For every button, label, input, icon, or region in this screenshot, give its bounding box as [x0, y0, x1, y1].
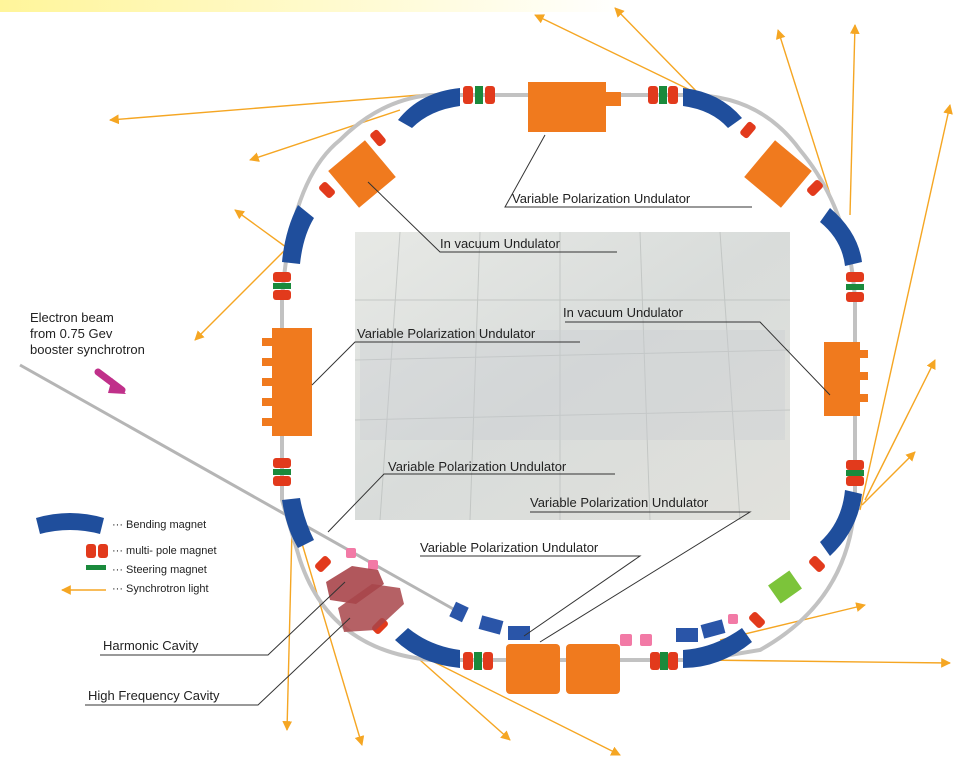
beam-line-1: Electron beam [30, 310, 114, 325]
top-band [0, 0, 958, 12]
legend-bending-label: ··· Bending magnet [112, 519, 207, 531]
undulator-upper-left [328, 140, 396, 208]
legend-symbols [36, 513, 108, 595]
hall-photo [354, 231, 791, 521]
undulator-upper-right [744, 140, 812, 208]
bottom-devices [449, 601, 726, 642]
bending-magnet [395, 628, 460, 668]
injection-beamline [19, 363, 456, 612]
legend-steering-icon [86, 565, 106, 570]
label-var-pol-top: Variable Polarization Undulator [512, 191, 691, 206]
high-frequency-cavity [338, 584, 404, 632]
label-var-pol-bottom: Variable Polarization Undulator [420, 540, 599, 555]
label-in-vacuum-2: In vacuum Undulator [563, 305, 683, 320]
bending-magnet [820, 490, 862, 556]
leader-lines [85, 134, 831, 706]
bending-magnet [282, 498, 314, 548]
bending-magnet [683, 628, 752, 668]
bending-magnet [398, 88, 460, 128]
bending-magnet [683, 88, 742, 128]
undulator-right [824, 342, 860, 416]
label-var-pol-mid2: Variable Polarization Undulator [530, 495, 709, 510]
legend-multipole-label: ··· multi- pole magnet [112, 545, 217, 557]
undulators [262, 82, 868, 694]
pink-devices [346, 548, 738, 646]
legend-light-label: ··· Synchrotron light [112, 583, 209, 595]
bending-magnets [282, 88, 862, 668]
legend-steering-label: ··· Steering magnet [112, 564, 207, 576]
electron-beam-label: Electron beam from 0.75 Gev booster sync… [30, 310, 145, 358]
multipole-magnets [273, 86, 864, 670]
undulator-bottom-2 [566, 644, 620, 694]
label-harmonic-cavity: Harmonic Cavity [103, 638, 199, 653]
legend-multipole-icon [98, 544, 108, 558]
green-device [768, 570, 802, 604]
label-var-pol-left: Variable Polarization Undulator [357, 326, 536, 341]
undulator-left [272, 328, 312, 436]
harmonic-cavity [326, 566, 384, 604]
undulator-top [528, 82, 606, 132]
beam-line-2: from 0.75 Gev [30, 326, 113, 341]
steering-magnets [273, 86, 864, 670]
label-var-pol-mid1: Variable Polarization Undulator [388, 459, 567, 474]
label-in-vacuum-1: In vacuum Undulator [440, 236, 560, 251]
undulator-bottom-1 [506, 644, 560, 694]
beam-line-3: booster synchrotron [30, 342, 145, 357]
bending-magnet [820, 208, 862, 266]
synchrotron-light-rays [109, 7, 953, 756]
bending-magnet [282, 205, 314, 264]
legend-bending-icon [36, 513, 104, 534]
label-high-frequency-cavity: High Frequency Cavity [88, 688, 220, 703]
